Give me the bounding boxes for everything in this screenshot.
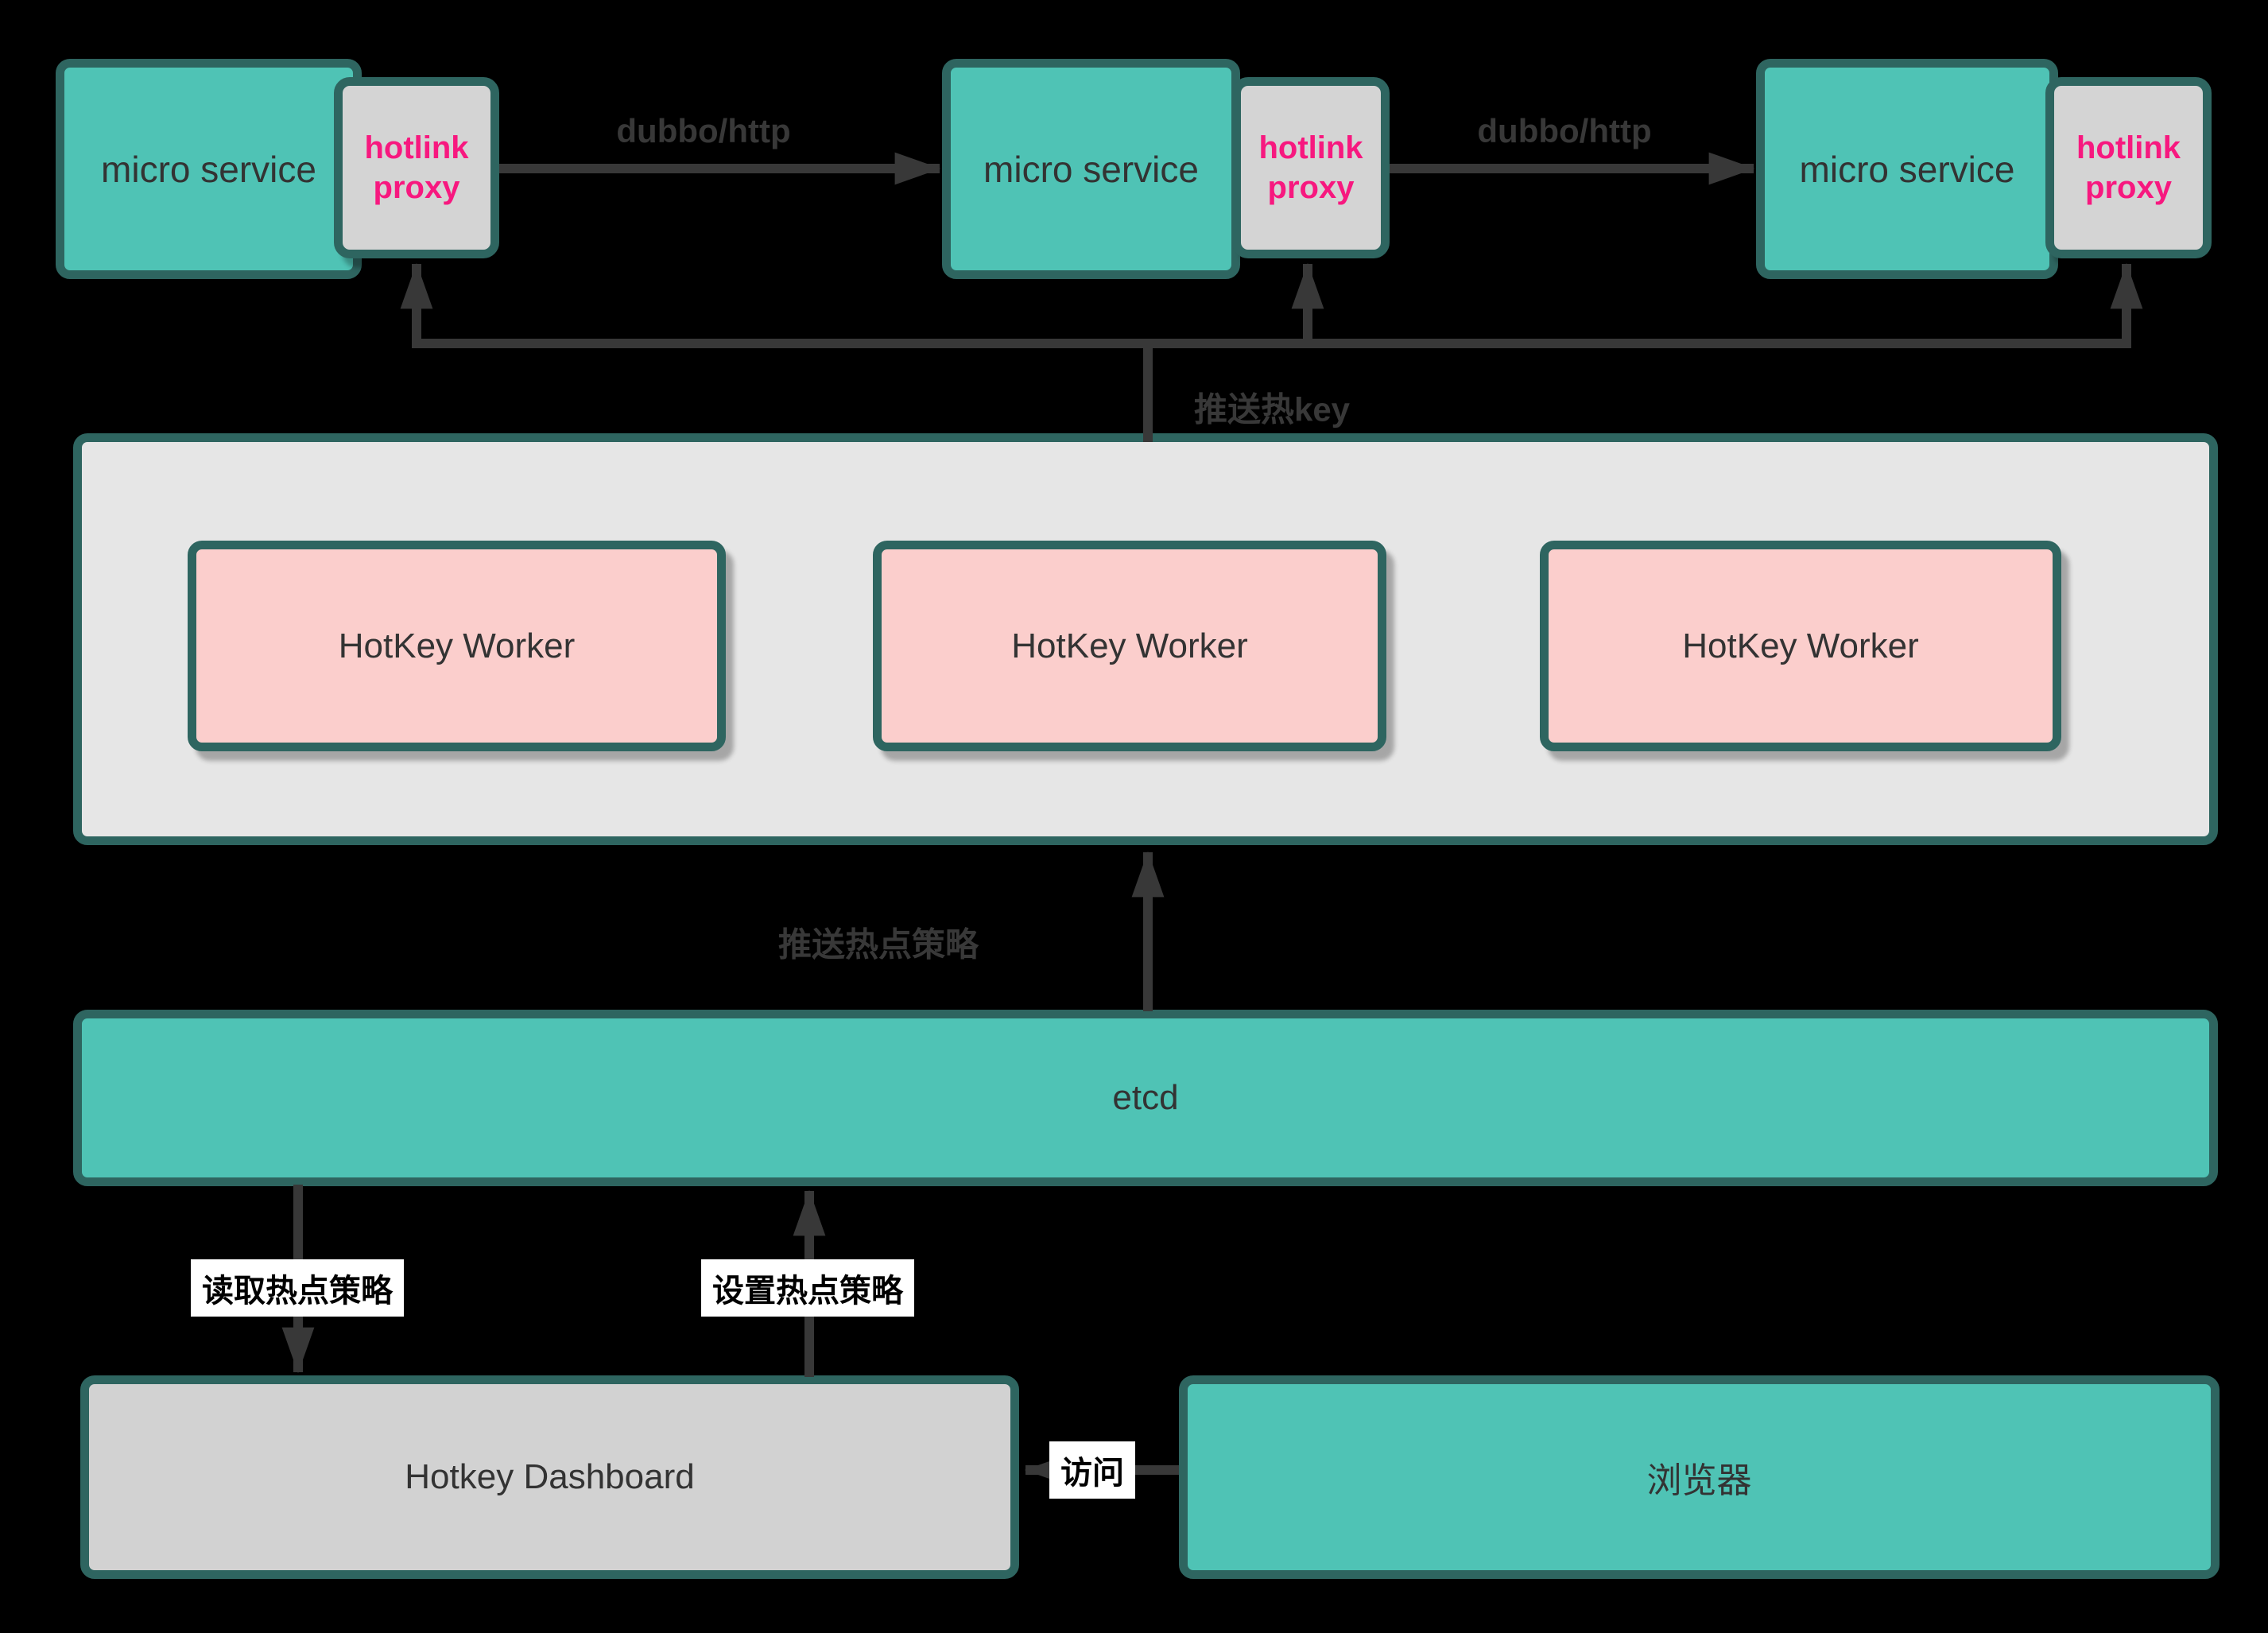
hotlink-proxy-box-2: hotlink proxy xyxy=(1232,77,1390,258)
edge-label-dubbo-http-1: dubbo/http xyxy=(616,112,791,149)
edge-label-push-hotkey: 推送热key xyxy=(1193,390,1351,429)
hotkey-worker-box-2: HotKey Worker xyxy=(873,541,1386,751)
hotkey-worker-box-3: HotKey Worker xyxy=(1540,541,2061,751)
edge-label-visit: 访问 xyxy=(1049,1441,1135,1499)
edge-label-dubbo-http-2: dubbo/http xyxy=(1477,112,1652,149)
etcd-box: etcd xyxy=(73,1010,2218,1186)
hotlink-proxy-box-1: hotlink proxy xyxy=(334,77,499,258)
micro-service-box-3: micro service xyxy=(1756,59,2058,279)
hotkey-worker-box-1: HotKey Worker xyxy=(188,541,726,751)
micro-service-box-2: micro service xyxy=(942,59,1240,279)
hotlink-proxy-box-3: hotlink proxy xyxy=(2045,77,2212,258)
micro-service-box-1: micro service xyxy=(56,59,362,279)
hotkey-dashboard-box: Hotkey Dashboard xyxy=(80,1375,1019,1579)
browser-box: 浏览器 xyxy=(1179,1375,2220,1579)
edge-label-set-policy: 设置热点策略 xyxy=(701,1259,914,1317)
edge-label-read-policy: 读取热点策略 xyxy=(191,1259,404,1317)
edge-label-push-policy: 推送热点策略 xyxy=(777,925,979,964)
